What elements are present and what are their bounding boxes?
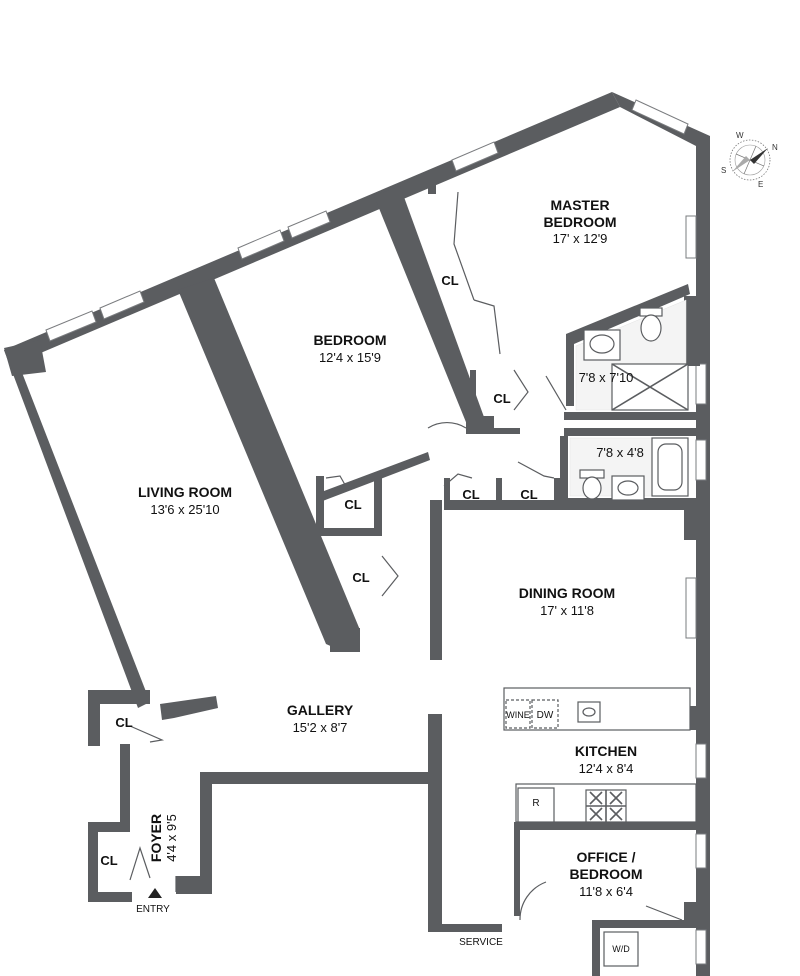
closet-label: CL bbox=[352, 570, 369, 585]
closet-label: CL bbox=[441, 273, 458, 288]
windows bbox=[45, 99, 707, 965]
foyer-label: FOYER bbox=[148, 814, 164, 862]
closet-label: CL bbox=[344, 497, 361, 512]
bedroom-label: BEDROOM bbox=[313, 332, 386, 348]
master-bath-dim: 7'8 x 7'10 bbox=[579, 370, 634, 385]
office-dim: 11'8 x 6'4 bbox=[579, 884, 633, 899]
refrigerator-label: R bbox=[532, 798, 539, 809]
doors bbox=[129, 191, 683, 927]
compass-icon: N S E W bbox=[721, 131, 778, 189]
hall-bath-dim: 7'8 x 4'8 bbox=[596, 445, 644, 460]
compass-south: S bbox=[721, 166, 726, 175]
office-label-2: BEDROOM bbox=[569, 866, 642, 882]
compass-west: W bbox=[736, 131, 744, 140]
dishwasher-label: DW bbox=[537, 710, 554, 721]
bedroom-dim: 12'4 x 15'9 bbox=[319, 350, 381, 365]
closet-label: CL bbox=[462, 487, 479, 502]
washer-dryer-label: W/D bbox=[612, 944, 630, 954]
compass-east: E bbox=[758, 180, 763, 189]
kitchen-dim: 12'4 x 8'4 bbox=[579, 761, 634, 776]
closet-label: CL bbox=[115, 715, 132, 730]
kitchen-fixtures bbox=[503, 687, 697, 967]
entry-label: ENTRY bbox=[136, 904, 170, 915]
closet-label: CL bbox=[100, 853, 117, 868]
wine-fridge-label: WINE bbox=[506, 710, 530, 720]
dining-room-label: DINING ROOM bbox=[519, 585, 615, 601]
bathroom-fixtures bbox=[579, 307, 689, 501]
closet-label: CL bbox=[520, 487, 537, 502]
compass-north: N bbox=[772, 143, 778, 152]
service-label: SERVICE bbox=[459, 937, 503, 948]
living-room-label: LIVING ROOM bbox=[138, 484, 232, 500]
closet-labels: CL CL CL CL CL CL CL CL bbox=[100, 273, 537, 868]
master-bedroom-dim: 17' x 12'9 bbox=[553, 231, 608, 246]
dining-room-dim: 17' x 11'8 bbox=[540, 603, 594, 618]
entry-arrow-icon bbox=[148, 888, 162, 898]
master-bedroom-label-1: MASTER bbox=[550, 197, 609, 213]
kitchen-label: KITCHEN bbox=[575, 743, 637, 759]
gallery-dim: 15'2 x 8'7 bbox=[293, 720, 348, 735]
master-bedroom-label-2: BEDROOM bbox=[543, 214, 616, 230]
living-room-dim: 13'6 x 25'10 bbox=[150, 502, 219, 517]
closet-label: CL bbox=[493, 391, 510, 406]
fixture-labels: WINE DW R W/D bbox=[506, 710, 630, 954]
interior-walls bbox=[178, 180, 710, 916]
foyer-dim: 4'4 x 9'5 bbox=[164, 814, 179, 862]
room-labels: MASTER BEDROOM 17' x 12'9 BEDROOM 12'4 x… bbox=[138, 197, 644, 899]
office-label-1: OFFICE / bbox=[576, 849, 635, 865]
entry-marker: ENTRY bbox=[136, 888, 170, 915]
gallery-label: GALLERY bbox=[287, 702, 354, 718]
